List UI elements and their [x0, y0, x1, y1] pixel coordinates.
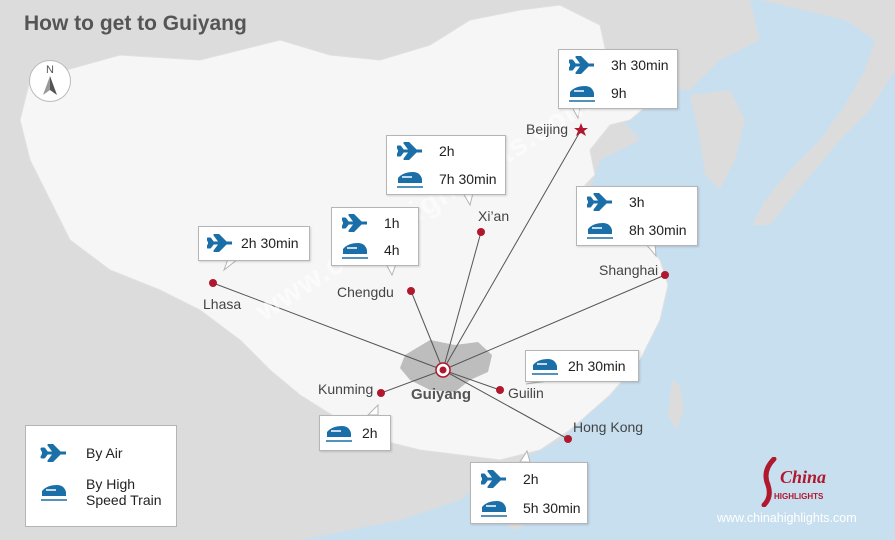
city-dot-hongkong [564, 435, 572, 443]
train-icon [587, 223, 613, 239]
plane-icon [207, 234, 232, 252]
route-train-time: 4h [384, 242, 400, 258]
route-row-train: 9h [569, 84, 627, 102]
callout-pointers [222, 106, 657, 463]
plane-icon [587, 193, 612, 211]
route-box-guilin: 2h 30min [525, 350, 639, 382]
route-lines [212, 129, 666, 440]
route-train-time: 5h 30min [523, 500, 581, 516]
page-title: How to get to Guiyang [24, 12, 247, 35]
route-shanghai [442, 274, 666, 371]
route-air-time: 3h 30min [611, 57, 669, 73]
city-dot-guilin [496, 386, 504, 394]
route-air-time: 1h [384, 215, 400, 231]
city-label-lhasa: Lhasa [203, 296, 242, 312]
route-row-train: 4h [342, 241, 400, 259]
city-dots [209, 228, 669, 443]
plane-icon [481, 470, 506, 488]
land-korea [690, 90, 745, 190]
route-train-time: 9h [611, 85, 627, 101]
legend-train-line2: Speed Train [86, 492, 162, 508]
city-label-beijing: Beijing [526, 121, 569, 137]
city-label-hongkong: Hong Kong [573, 419, 644, 435]
legend-train-line1: By High [86, 476, 136, 492]
route-box-beijing: 3h 30min 9h [558, 49, 678, 109]
route-row-air: 2h 30min [207, 234, 299, 252]
city-dot-chengdu [407, 287, 415, 295]
city-dot-xian [477, 228, 485, 236]
route-train-time: 2h [362, 425, 378, 441]
compass-n-label: N [46, 64, 54, 76]
route-chengdu [410, 290, 444, 371]
route-row-train: 7h 30min [397, 170, 497, 188]
route-train-time: 7h 30min [439, 171, 497, 187]
china-highlights-logo: China HIGHLIGHTS [761, 457, 826, 507]
route-row-air: 3h 30min [569, 56, 669, 74]
city-label-guiyang: Guiyang [411, 386, 472, 403]
route-hongkong [442, 369, 569, 440]
train-icon [326, 426, 352, 442]
route-air-time: 2h [439, 143, 455, 159]
route-kunming [380, 369, 444, 394]
route-row-air: 2h [397, 142, 455, 160]
train-icon [41, 485, 67, 501]
city-label-shanghai: Shanghai [599, 262, 659, 278]
legend-air-label: By Air [86, 445, 123, 461]
route-lhasa [212, 282, 444, 371]
route-row-train: 8h 30min [587, 221, 687, 239]
logo-text-highlights: HIGHLIGHTS [774, 492, 824, 501]
route-row-air: 2h [481, 470, 539, 488]
train-icon [342, 243, 368, 259]
city-label-guilin: Guilin [508, 385, 544, 401]
city-dot-kunming [377, 389, 385, 397]
route-guilin [442, 369, 501, 391]
city-label-chengdu: Chengdu [337, 284, 394, 300]
route-train-time: 2h 30min [568, 358, 626, 374]
plane-icon [569, 56, 594, 74]
city-dot-shanghai [661, 271, 669, 279]
logo-text-china: China [780, 467, 826, 487]
route-air-time: 2h [523, 471, 539, 487]
route-box-xian: 2h 7h 30min [386, 135, 506, 195]
route-box-kunming: 2h [319, 415, 391, 451]
train-icon [397, 172, 423, 188]
route-air-time: 2h 30min [241, 235, 299, 251]
compass-arrow-icon [43, 76, 57, 95]
legend-air: By Air [40, 444, 123, 462]
train-icon [569, 86, 595, 102]
city-label-kunming: Kunming [318, 381, 374, 397]
route-row-air: 1h [342, 214, 400, 232]
guiyang-marker [435, 362, 451, 378]
route-row-train: 2h [326, 424, 378, 442]
route-beijing [442, 129, 582, 371]
train-icon [532, 359, 558, 375]
plane-icon [397, 142, 422, 160]
city-label-xian: Xi’an [478, 208, 510, 224]
capital-star-icon [574, 123, 588, 136]
brand-url[interactable]: www.chinahighlights.com [717, 511, 857, 525]
plane-icon [40, 444, 66, 462]
route-box-lhasa: 2h 30min [198, 226, 310, 261]
land-taiwan [668, 380, 684, 430]
route-box-hongkong: 2h 5h 30min [470, 462, 588, 524]
route-box-chengdu: 1h 4h [331, 207, 419, 266]
route-box-shanghai: 3h 8h 30min [576, 186, 698, 246]
city-dot-lhasa [209, 279, 217, 287]
route-train-time: 8h 30min [629, 222, 687, 238]
train-icon [481, 501, 507, 517]
plane-icon [342, 214, 367, 232]
route-row-train: 2h 30min [532, 357, 626, 375]
land-japan [752, 0, 895, 225]
route-xian [442, 231, 482, 371]
route-row-air: 3h [587, 193, 645, 211]
compass: N [29, 60, 71, 102]
route-row-train: 5h 30min [481, 499, 581, 517]
route-air-time: 3h [629, 194, 645, 210]
